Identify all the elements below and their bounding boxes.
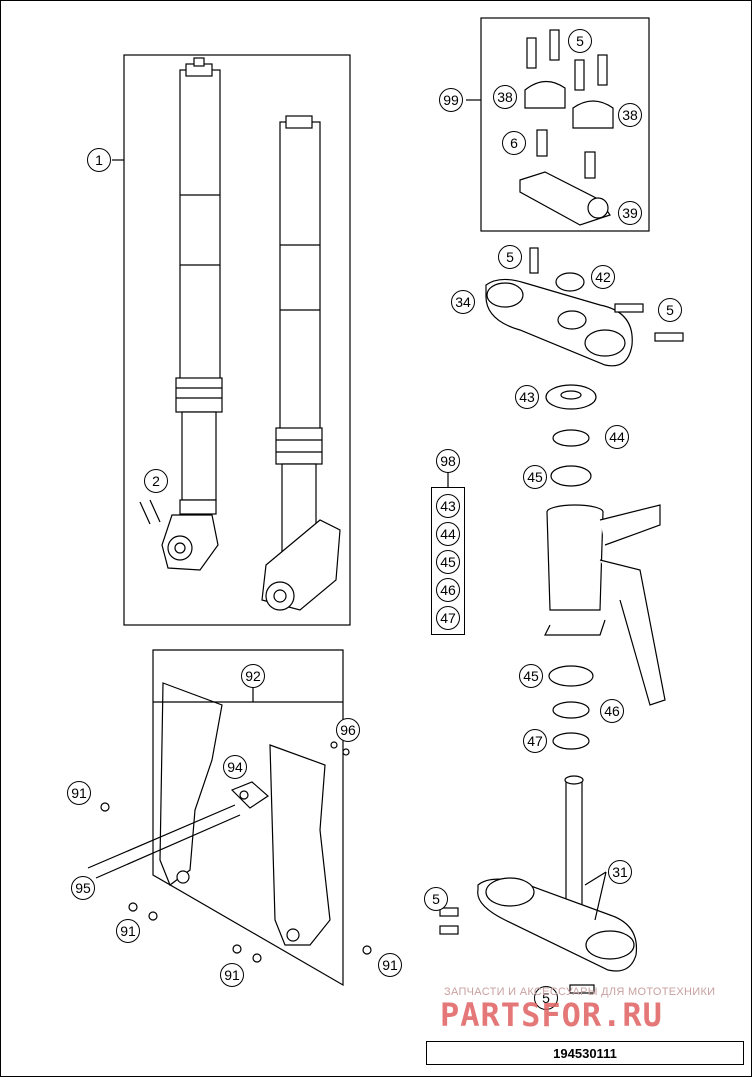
kit-item: 44: [436, 522, 460, 546]
callout-91: 91: [220, 963, 244, 987]
callout-91: 91: [378, 953, 402, 977]
callout-2: 2: [144, 469, 168, 493]
drawing-code: 194530111: [426, 1041, 744, 1065]
callout-34: 34: [451, 290, 475, 314]
callout-98: 98: [436, 449, 460, 473]
callout-42: 42: [591, 265, 615, 289]
callout-95: 95: [71, 876, 95, 900]
kit-item: 45: [436, 550, 460, 574]
callout-1: 1: [87, 148, 111, 172]
callout-38: 38: [618, 103, 642, 127]
kit-98-list: 43 44 45 46 47: [431, 487, 465, 635]
leader-lines: [112, 99, 607, 921]
callout-5: 5: [534, 986, 558, 1010]
kit-item: 46: [436, 578, 460, 602]
bolts-2: [139, 499, 161, 525]
callout-39: 39: [618, 201, 642, 225]
callout-31: 31: [608, 860, 632, 884]
fork-guards: [87, 682, 372, 963]
clamp-kit-parts: [519, 29, 614, 226]
callout-5: 5: [424, 887, 448, 911]
lower-triple-clamp: [439, 775, 638, 994]
callout-38: 38: [493, 85, 517, 109]
fork-guard-panel: [152, 649, 344, 987]
callout-96: 96: [336, 718, 360, 742]
callout-47: 47: [523, 729, 547, 753]
callout-5: 5: [568, 29, 592, 53]
callout-99: 99: [439, 88, 463, 112]
callout-44: 44: [605, 425, 629, 449]
callout-91: 91: [67, 781, 91, 805]
callout-91: 91: [116, 919, 140, 943]
callout-45: 45: [519, 664, 543, 688]
callout-46: 46: [600, 699, 624, 723]
callout-94: 94: [223, 755, 247, 779]
callout-5: 5: [498, 245, 522, 269]
fork-group-box: [123, 54, 351, 626]
kit-item: 47: [436, 606, 460, 630]
upper-triple-clamp: [485, 247, 684, 367]
frame-head-tube: [544, 504, 666, 706]
watermark-caption: ЗАПЧАСТИ И АКСЕССУАРЫ ДЛЯ МОТОТЕХНИКИ: [444, 986, 716, 998]
callout-92: 92: [241, 664, 265, 688]
watermark-logo: PARTSFOR.RU: [440, 996, 663, 1034]
bearing-stack: [545, 384, 597, 750]
left-fork-leg: [161, 57, 223, 571]
kit-item: 43: [436, 494, 460, 518]
callout-43: 43: [515, 385, 539, 409]
right-fork-leg: [261, 115, 341, 611]
callout-5: 5: [658, 298, 682, 322]
callout-6: 6: [502, 131, 526, 155]
callout-45: 45: [523, 465, 547, 489]
clamp-kit-box: [480, 17, 650, 232]
